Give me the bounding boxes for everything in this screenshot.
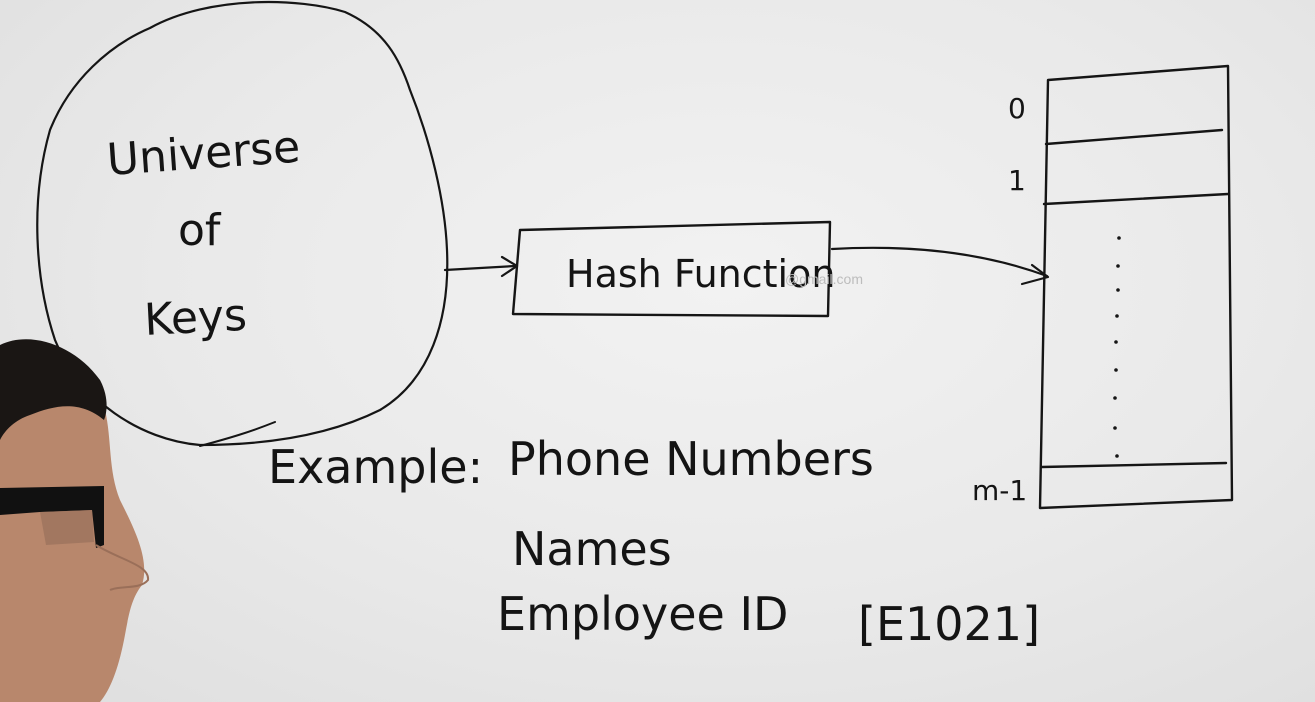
example-label: Example:	[268, 440, 483, 494]
hash-function-box	[511, 220, 832, 318]
hash-table-slot-divider-2	[1042, 192, 1230, 206]
arrow-hash-to-table	[830, 246, 1049, 278]
arrow-hash-to-table-head	[1020, 263, 1050, 286]
hash-function-label: Hash Function	[566, 252, 835, 296]
watermark-text: @gmail.com	[785, 271, 863, 287]
example-item-employee-id-code: [E1021]	[858, 597, 1040, 651]
blob-tail-mark	[199, 421, 276, 447]
hash-table-slot-divider-last	[1040, 461, 1228, 469]
universe-of-keys-blob	[36, 0, 449, 447]
example-item-employee-id: Employee ID	[497, 587, 788, 641]
table-index-1: 1	[1008, 164, 1026, 197]
presenter-silhouette	[0, 339, 150, 702]
table-index-last: m-1	[972, 474, 1027, 507]
example-item-phone-numbers: Phone Numbers	[508, 432, 874, 486]
example-item-names: Names	[512, 522, 672, 576]
universe-label-line1: Universe	[105, 122, 302, 186]
arrow-keys-to-hash	[443, 264, 517, 272]
universe-label-line3: Keys	[143, 290, 248, 346]
hash-table-outline	[1038, 64, 1234, 510]
table-index-0: 0	[1008, 92, 1026, 125]
universe-label-line2: of	[178, 205, 222, 256]
hash-table-ellipsis-dots	[1113, 236, 1121, 458]
hash-table-slot-divider-1	[1044, 128, 1224, 146]
